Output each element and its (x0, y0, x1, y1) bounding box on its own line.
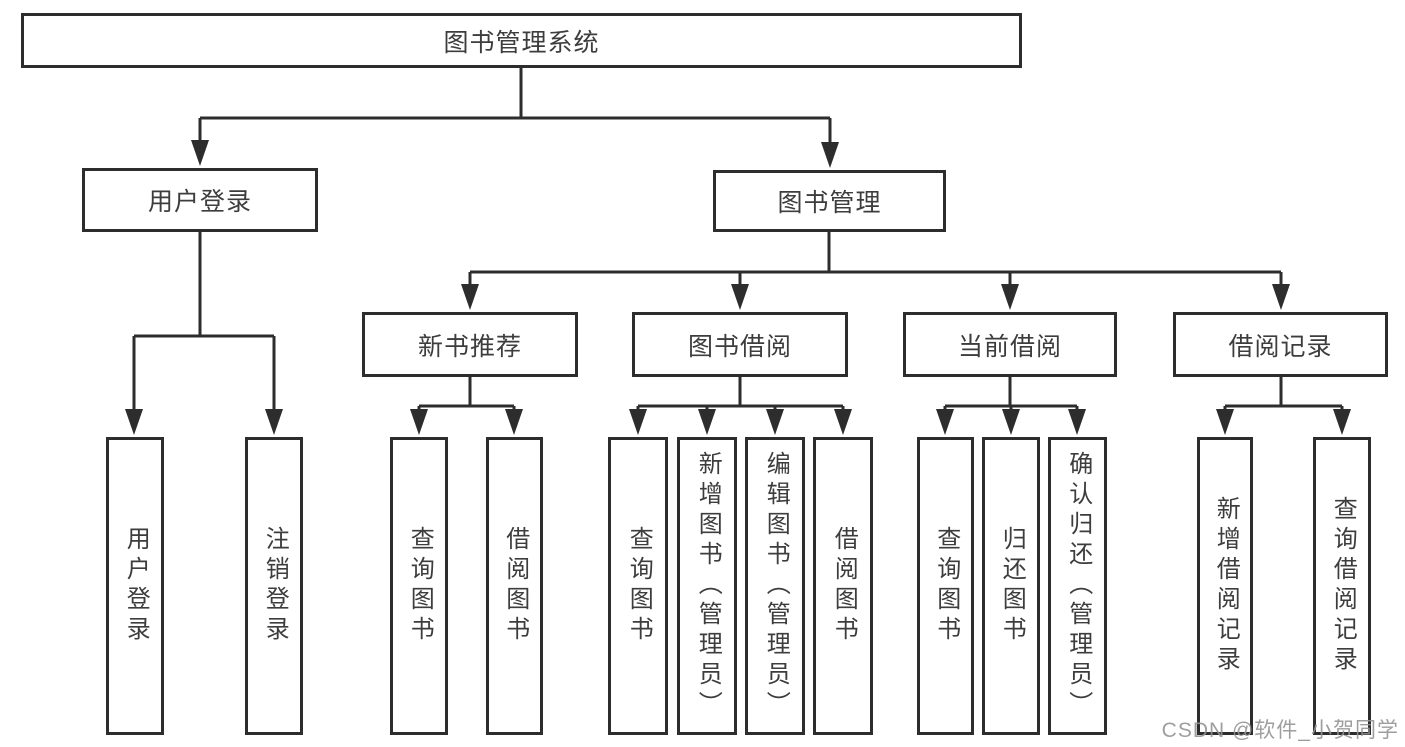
node-leaf-query-books-2-label: 查询图书 (625, 526, 653, 646)
node-leaf-query-books-1-label: 查询图书 (406, 526, 434, 646)
node-leaf-borrow-books-1: 借阅图书 (486, 437, 543, 735)
csdn-watermark: CSDN @软件_小贺同学 (1161, 719, 1399, 742)
node-leaf-borrow-books-2-label: 借阅图书 (830, 526, 858, 646)
node-leaf-query-books-3: 查询图书 (917, 437, 974, 735)
node-current-borrowing-label: 当前借阅 (957, 332, 1062, 361)
node-new-book-recommend: 新书推荐 (362, 312, 578, 377)
node-leaf-add-borrow-record-label: 新增借阅记录 (1212, 496, 1240, 676)
node-book-management-label: 图书管理 (777, 189, 882, 217)
node-new-book-recommend-label: 新书推荐 (417, 332, 522, 361)
node-leaf-add-books-admin: 新增图书（管理员） (677, 437, 737, 735)
node-leaf-user-login-label: 用户登录 (122, 526, 150, 646)
node-book-borrowing: 图书借阅 (632, 312, 848, 377)
node-leaf-query-borrow-record-label: 查询借阅记录 (1329, 496, 1357, 676)
node-leaf-borrow-books-2: 借阅图书 (813, 437, 873, 735)
node-leaf-query-books-1: 查询图书 (390, 437, 448, 735)
node-leaf-confirm-return-admin-label: 确认归还（管理员） (1064, 451, 1092, 721)
node-book-borrowing-label: 图书借阅 (687, 332, 792, 361)
node-leaf-borrow-books-1-label: 借阅图书 (501, 526, 529, 646)
node-book-management: 图书管理 (713, 170, 946, 232)
arrowheads (125, 140, 1351, 435)
node-leaf-query-books-2: 查询图书 (608, 437, 668, 735)
node-borrow-records-label: 借阅记录 (1228, 332, 1333, 361)
node-leaf-add-books-admin-label: 新增图书（管理员） (694, 451, 722, 721)
node-root: 图书管理系统 (21, 13, 1022, 68)
node-leaf-return-books: 归还图书 (982, 437, 1040, 735)
node-leaf-add-borrow-record: 新增借阅记录 (1197, 437, 1253, 735)
node-user-login-label: 用户登录 (147, 188, 252, 216)
node-leaf-edit-books-admin-label: 编辑图书（管理员） (762, 451, 790, 721)
node-leaf-logout: 注销登录 (245, 437, 303, 735)
node-current-borrowing: 当前借阅 (903, 312, 1117, 377)
node-root-label: 图书管理系统 (443, 28, 600, 57)
node-leaf-query-books-3-label: 查询图书 (932, 526, 960, 646)
node-leaf-confirm-return-admin: 确认归还（管理员） (1048, 437, 1107, 735)
node-leaf-edit-books-admin: 编辑图书（管理员） (745, 437, 805, 735)
node-leaf-return-books-label: 归还图书 (998, 526, 1026, 646)
node-leaf-query-borrow-record: 查询借阅记录 (1313, 437, 1371, 735)
node-user-login: 用户登录 (82, 168, 318, 232)
node-leaf-logout-label: 注销登录 (261, 526, 289, 646)
node-borrow-records: 借阅记录 (1173, 312, 1388, 377)
node-leaf-user-login: 用户登录 (106, 437, 164, 735)
